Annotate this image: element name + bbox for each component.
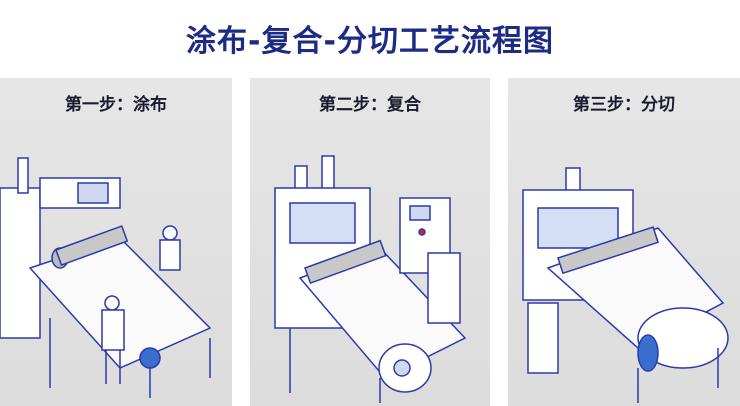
slitting-machine-illustration — [522, 167, 729, 403]
laminating-machine-illustration — [274, 155, 467, 403]
coating-machine-illustration — [0, 157, 212, 398]
step-title: 第二步：复合 — [319, 95, 421, 115]
step-panel-coating: 第一步：涂布 — [0, 78, 232, 406]
step-panel-laminating: 第二步：复合 — [250, 78, 490, 406]
step-title: 第三步：分切 — [573, 95, 675, 115]
step-title: 第一步：涂布 — [65, 95, 167, 115]
page-title: 涂布-复合-分切工艺流程图 — [186, 24, 554, 59]
step-panel-slitting: 第三步：分切 — [508, 78, 740, 406]
